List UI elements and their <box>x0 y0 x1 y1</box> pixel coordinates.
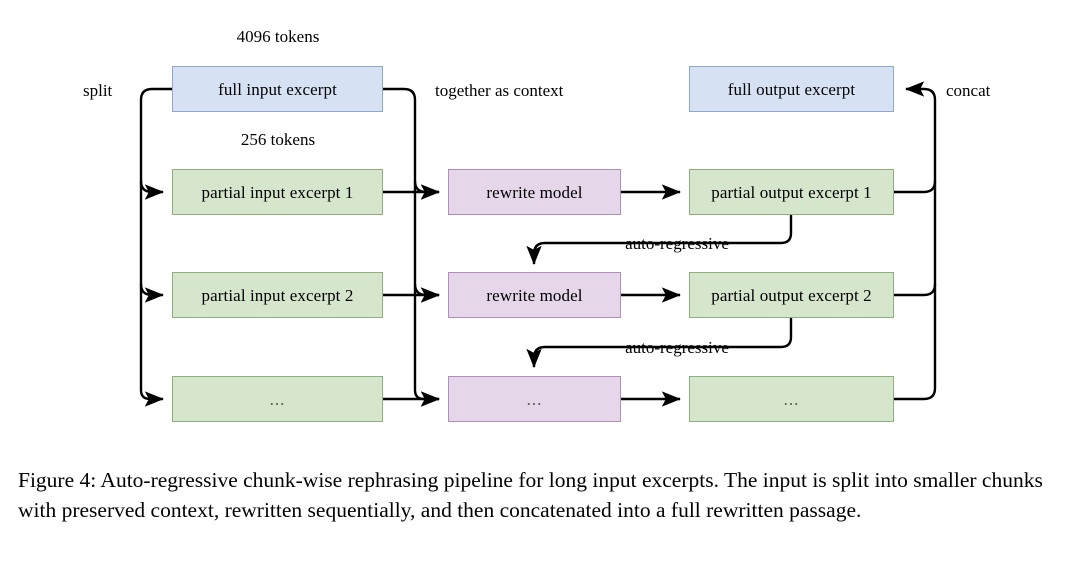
label-tokens-full: 4096 tokens <box>236 27 320 46</box>
edge-output2-to-concat <box>894 283 937 297</box>
edge-split-bus <box>139 87 172 407</box>
edge-autoregressive-1 <box>526 215 793 265</box>
node-partial-output-excerpt-more[interactable]: ... <box>689 376 894 422</box>
node-full-output-excerpt[interactable]: full output excerpt <box>689 66 894 112</box>
node-partial-input-excerpt-more[interactable]: ... <box>172 376 383 422</box>
node-partial-output-excerpt-1[interactable]: partial output excerpt 1 <box>689 169 894 215</box>
diagram-edges <box>139 81 937 407</box>
label-auto-regressive-1: auto-regressive <box>625 234 729 253</box>
node-rewrite-model-2[interactable]: rewrite model <box>448 272 621 318</box>
node-partial-input-excerpt-2[interactable]: partial input excerpt 2 <box>172 272 383 318</box>
edge-context-to-rewrite-2 <box>413 283 440 303</box>
label-together-as-context: together as context <box>435 81 564 100</box>
edge-split-to-partial-2 <box>139 283 164 303</box>
label-auto-regressive-2: auto-regressive <box>625 338 729 357</box>
edge-context-to-rewrite-1 <box>413 180 440 200</box>
pipeline-diagram: split 4096 tokens 256 tokens together as… <box>83 27 991 422</box>
node-rewrite-model-more[interactable]: ... <box>448 376 621 422</box>
node-full-input-excerpt[interactable]: full input excerpt <box>172 66 383 112</box>
edge-autoregressive-2 <box>526 318 793 368</box>
label-tokens-partial: 256 tokens <box>240 130 316 149</box>
node-rewrite-model-1[interactable]: rewrite model <box>448 169 621 215</box>
edge-split-to-partial-1 <box>139 180 164 200</box>
edge-context-bus <box>383 87 440 407</box>
edge-concat-bus <box>894 81 937 401</box>
label-concat: concat <box>946 81 991 100</box>
figure-caption: Figure 4: Auto-regressive chunk-wise rep… <box>18 468 1043 522</box>
label-split: split <box>83 81 113 100</box>
node-partial-output-excerpt-2[interactable]: partial output excerpt 2 <box>689 272 894 318</box>
edge-output1-to-concat <box>894 180 937 194</box>
node-partial-input-excerpt-1[interactable]: partial input excerpt 1 <box>172 169 383 215</box>
